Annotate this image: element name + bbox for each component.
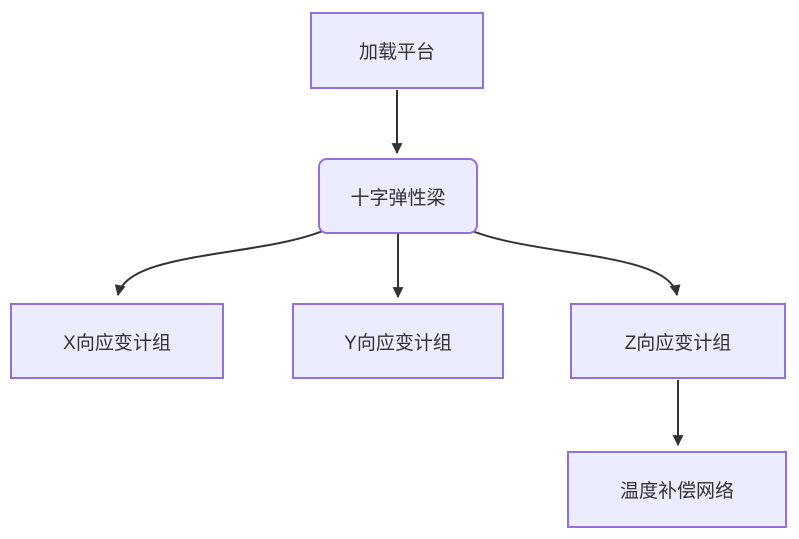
node-label: Z向应变计组 <box>624 332 732 354</box>
node-label: 十字弹性梁 <box>350 187 446 209</box>
node-label: X向应变计组 <box>63 332 171 354</box>
node-x-strain-gauge-group: X向应变计组 <box>10 303 224 379</box>
edge-cross-beam-to-z-strain-group <box>460 225 681 297</box>
node-temperature-compensation-network: 温度补偿网络 <box>567 451 787 528</box>
node-label: 温度补偿网络 <box>619 481 734 502</box>
node-label: 加载平台 <box>358 42 435 63</box>
node-z-strain-gauge-group: Z向应变计组 <box>570 303 786 379</box>
node-loading-platform: 加载平台 <box>310 12 484 89</box>
node-y-strain-gauge-group: Y向应变计组 <box>292 303 504 379</box>
node-label: Y向应变计组 <box>344 332 452 354</box>
edge-cross-beam-to-x-strain-group <box>114 225 335 297</box>
node-cross-elastic-beam: 十字弹性梁 <box>318 158 478 234</box>
